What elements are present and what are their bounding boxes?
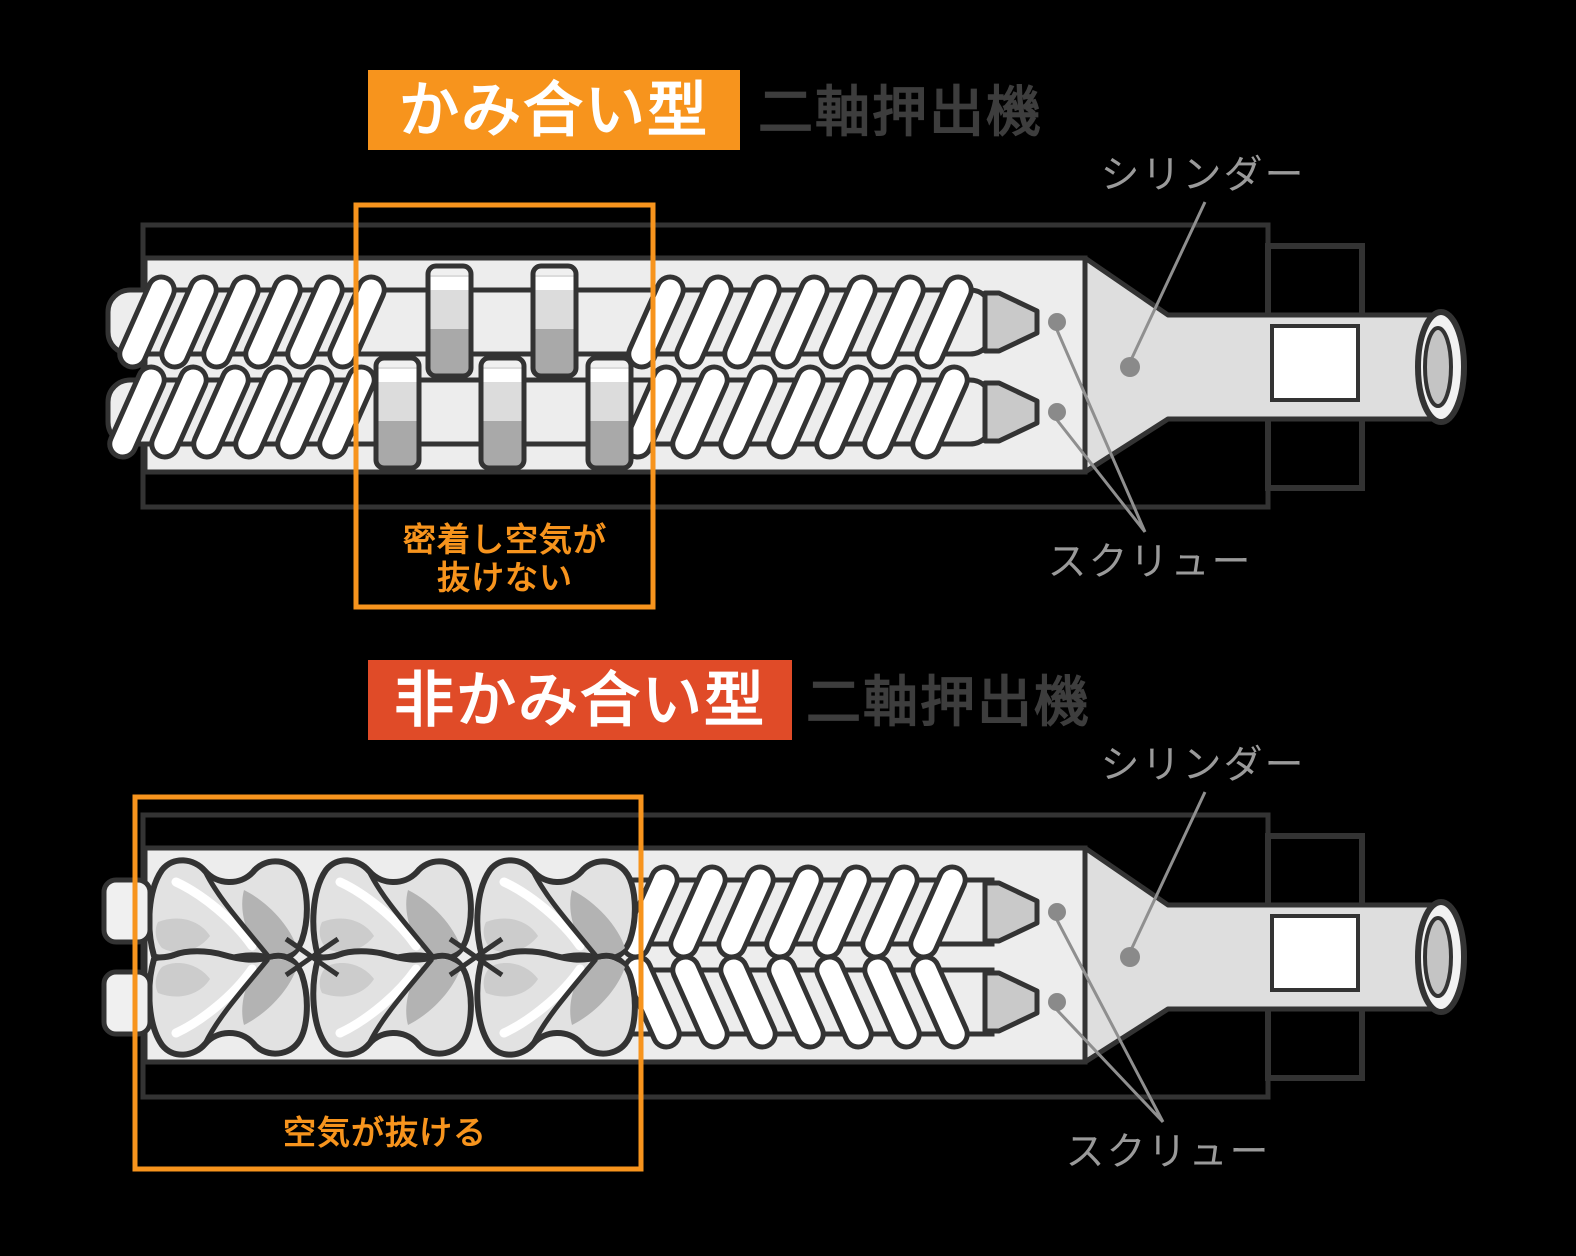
shaft-stub-upper (101, 877, 153, 945)
note-line-2: 抜けない (437, 559, 573, 596)
cylinder-leader-line (1129, 201, 1207, 361)
screw-lower (597, 953, 1037, 1051)
die-window (1270, 324, 1360, 402)
note-line-1: 空気が抜ける (283, 1114, 487, 1151)
nozzle-bore (1423, 916, 1453, 998)
intermeshing-title-suffix: 二軸押出機 (758, 81, 1043, 143)
screw-dot-lower (1048, 403, 1066, 421)
screw-dot-lower (1048, 993, 1066, 1011)
shaft-stub-lower (101, 969, 153, 1037)
non-intermeshing-title-suffix: 二軸押出機 (806, 671, 1091, 733)
screw-label: スクリュー (1047, 541, 1252, 584)
intermeshing-badge-label: かみ合い型 (399, 77, 709, 144)
die-window (1270, 914, 1360, 992)
screw-leader-lines (1055, 329, 1147, 533)
screw-lower (106, 363, 1037, 461)
screw-dot-upper (1048, 903, 1066, 921)
highlight-box-non-intermeshing (132, 794, 644, 1172)
section-intermeshing: かみ合い型 二軸押出機 (106, 70, 1467, 610)
screw-dot-upper (1048, 313, 1066, 331)
screw-label: スクリュー (1065, 1131, 1270, 1174)
highlight-box-intermeshing (353, 202, 656, 610)
screw-upper (597, 863, 1037, 961)
cylinder-label: シリンダー (1100, 744, 1305, 787)
cylinder-label: シリンダー (1100, 154, 1305, 197)
intermeshing-badge (368, 70, 740, 150)
screw-leader-lines (1055, 919, 1165, 1124)
non-intermeshing-badge (368, 660, 792, 740)
non-intermeshing-badge-label: 非かみ合い型 (394, 667, 766, 734)
rotor-blocks (149, 860, 635, 1054)
cylinder-dot (1120, 357, 1140, 377)
nozzle-bore (1423, 326, 1453, 408)
cylinder-dot (1120, 947, 1140, 967)
section-non-intermeshing: 非かみ合い型 二軸押出機 (101, 660, 1467, 1174)
note-line-1: 密着し空気が (403, 521, 607, 558)
cylinder-leader-line (1129, 791, 1207, 951)
